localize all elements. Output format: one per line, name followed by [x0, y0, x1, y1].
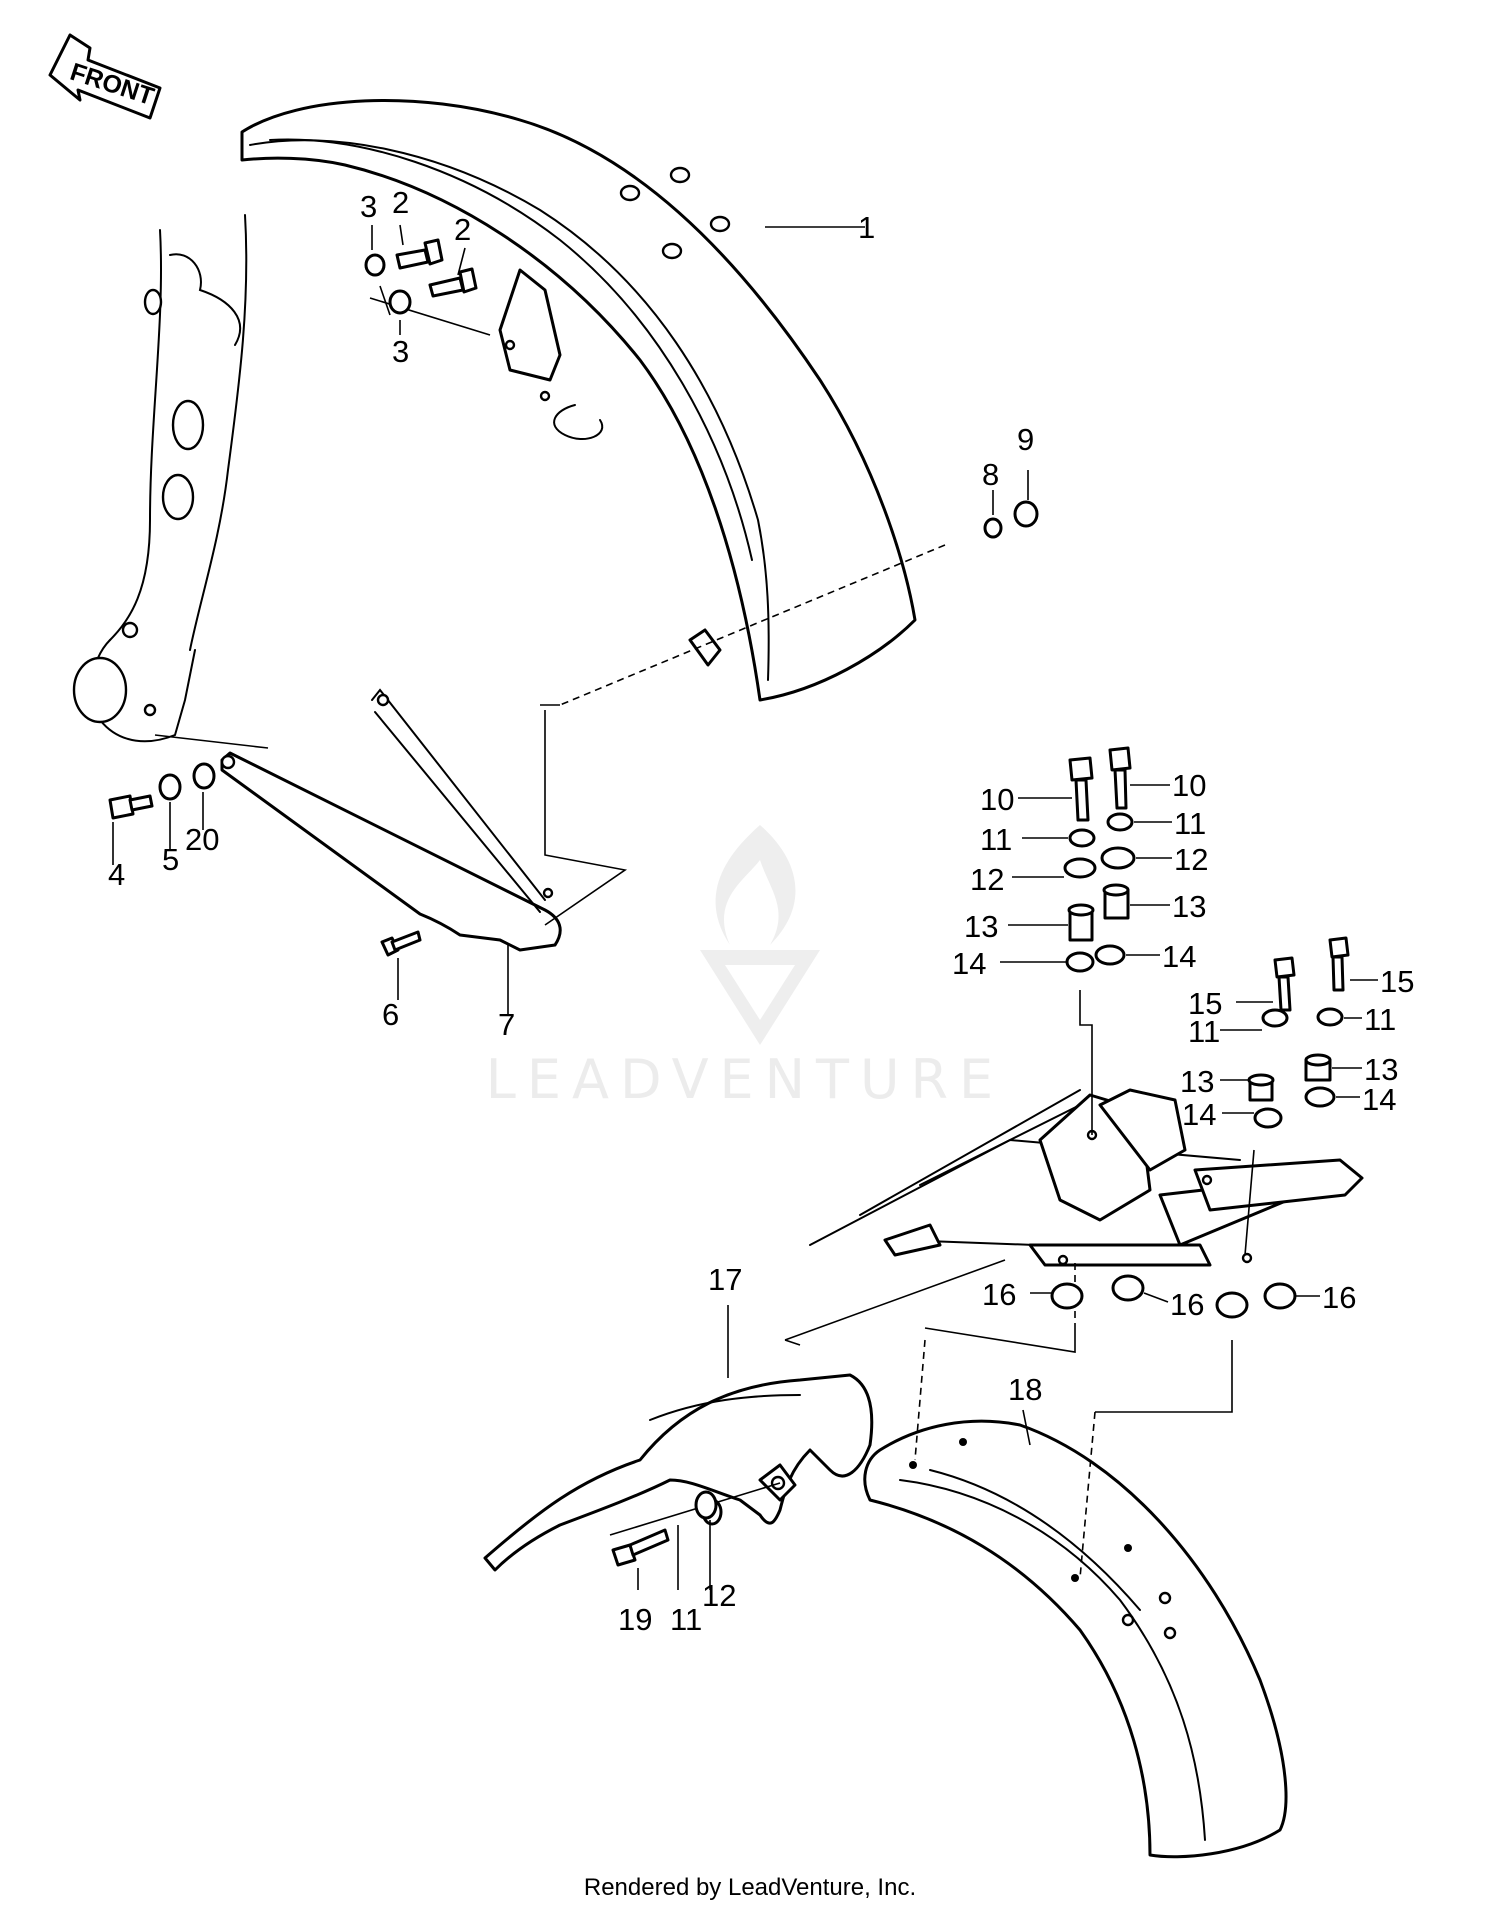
callout-10b: 10 — [1172, 768, 1206, 803]
callout-2a: 2 — [392, 185, 409, 220]
callout-11c: 11 — [1188, 1014, 1220, 1049]
callout-15a: 15 — [1188, 986, 1222, 1021]
rear-fender — [863, 1419, 1288, 1859]
callout-4: 4 — [108, 857, 125, 892]
callout-9: 9 — [1017, 422, 1034, 457]
callout-11d: 11 — [1364, 1002, 1396, 1037]
callout-11e: 11 — [670, 1602, 702, 1637]
callout-5: 5 — [162, 842, 179, 877]
fender-stay — [220, 688, 562, 952]
callout-11a: 11 — [980, 822, 1012, 857]
callout-15b: 15 — [1380, 964, 1414, 999]
front-arrow-icon: FRONT — [48, 33, 162, 120]
fork-leg — [72, 214, 248, 743]
callout-8: 8 — [982, 457, 999, 492]
callout-3b: 3 — [392, 334, 409, 369]
callout-7: 7 — [498, 1007, 515, 1042]
callout-16a: 16 — [982, 1277, 1016, 1312]
callout-17: 17 — [708, 1262, 742, 1297]
callout-16c: 16 — [1322, 1280, 1356, 1315]
callout-14d: 14 — [1362, 1082, 1396, 1117]
callout-1: 1 — [858, 210, 875, 245]
callout-13a: 13 — [964, 909, 998, 944]
callout-13c: 13 — [1180, 1064, 1214, 1099]
leader-lines — [112, 224, 1378, 1590]
watermark: LEADVENTURE — [486, 825, 1004, 1111]
callout-3a: 3 — [360, 189, 377, 224]
callout-19: 19 — [618, 1602, 652, 1637]
hardware — [108, 238, 1350, 1567]
callout-12c: 12 — [702, 1578, 736, 1613]
callouts: 1 2 2 3 3 4 5 6 7 8 9 10 10 11 11 11 11 … — [108, 185, 1414, 1637]
callout-12b: 12 — [1174, 842, 1208, 877]
callout-13b: 13 — [1172, 889, 1206, 924]
rear-frame — [809, 1088, 1364, 1267]
callout-18: 18 — [1008, 1372, 1042, 1407]
callout-14c: 14 — [1182, 1097, 1216, 1132]
callout-11b: 11 — [1174, 806, 1206, 841]
callout-20: 20 — [185, 822, 219, 857]
callout-2b: 2 — [454, 212, 471, 247]
callout-6: 6 — [382, 997, 399, 1032]
alignment-lines — [154, 285, 1255, 1579]
rear-fender-front — [483, 1373, 874, 1572]
callout-14b: 14 — [1162, 939, 1196, 974]
callout-13d: 13 — [1364, 1052, 1398, 1087]
front-fender — [240, 98, 917, 702]
watermark-text: LEADVENTURE — [486, 1048, 1004, 1111]
callout-10a: 10 — [980, 782, 1014, 817]
callout-16b: 16 — [1170, 1287, 1204, 1322]
render-credit: Rendered by LeadVenture, Inc. — [583, 1874, 917, 1901]
callout-12a: 12 — [970, 862, 1004, 897]
callout-14a: 14 — [952, 946, 986, 981]
